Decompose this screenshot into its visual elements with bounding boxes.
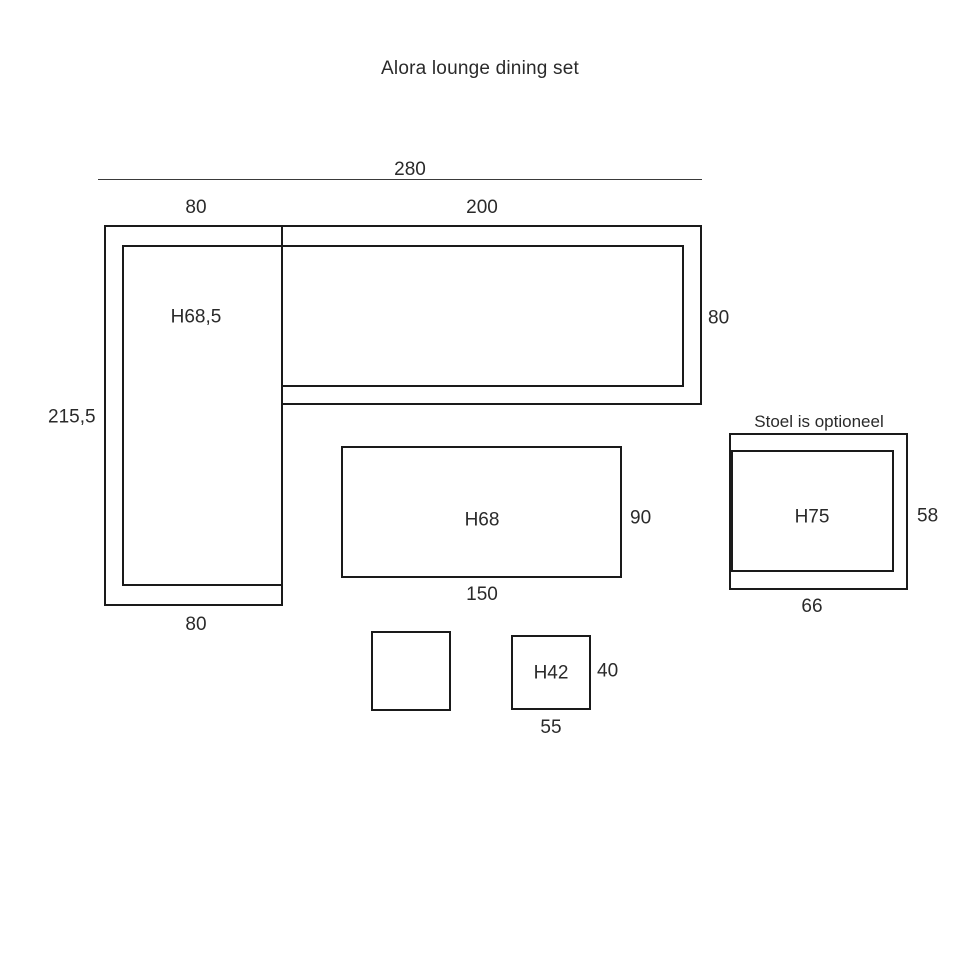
chair-depth-label: 58 [917, 505, 939, 527]
sofa-inner-right-top-edge [281, 245, 684, 247]
sofa-inner-left-edge [122, 245, 124, 586]
sofa-section-divider [281, 225, 283, 405]
chair-width-label: 66 [801, 596, 823, 617]
segment-right-width-label: 200 [466, 197, 498, 218]
sofa-inner-left-bottom-edge [122, 584, 283, 586]
coffee-table-outline [341, 446, 622, 578]
sofa-width-bottom-label: 80 [185, 614, 207, 635]
chair-seat-outline [731, 450, 894, 572]
chair-optional-note: Stoel is optioneel [754, 412, 884, 431]
sofa-depth-left-label: 215,5 [48, 406, 96, 428]
sofa-depth-right-label: 80 [708, 307, 730, 329]
sofa-inner-right-edge [682, 245, 684, 385]
page-title: Alora lounge dining set [381, 58, 579, 79]
chair-height-label: H75 [794, 506, 830, 528]
coffee-table-height-label: H68 [464, 509, 500, 531]
sofa-inner-left-top-edge [122, 245, 283, 247]
segment-left-width-label: 80 [185, 197, 207, 218]
sofa-outer-right-edge [700, 225, 702, 405]
coffee-table-width-label: 150 [466, 584, 498, 605]
stool-depth-label: 40 [597, 660, 619, 682]
overall-width-dimension-line [98, 179, 702, 180]
coffee-table-depth-label: 90 [630, 507, 652, 529]
sofa-outer-top-edge [104, 225, 702, 227]
stool-plain-outline [371, 631, 451, 711]
sofa-height-label: H68,5 [170, 306, 222, 328]
overall-width-label: 280 [394, 159, 426, 180]
stool-width-label: 55 [540, 717, 562, 738]
sofa-outer-left-edge [104, 225, 106, 606]
sofa-outer-bottom-left-edge [104, 604, 283, 606]
stool-height-label: H42 [533, 662, 569, 684]
chair-outer-outline [729, 433, 908, 590]
stool-labeled-outline [511, 635, 591, 710]
sofa-inner-right-bottom-edge [281, 385, 684, 387]
sofa-outer-bottom-right-edge [281, 403, 702, 405]
sofa-outer-left-leg-right-edge [281, 403, 283, 606]
